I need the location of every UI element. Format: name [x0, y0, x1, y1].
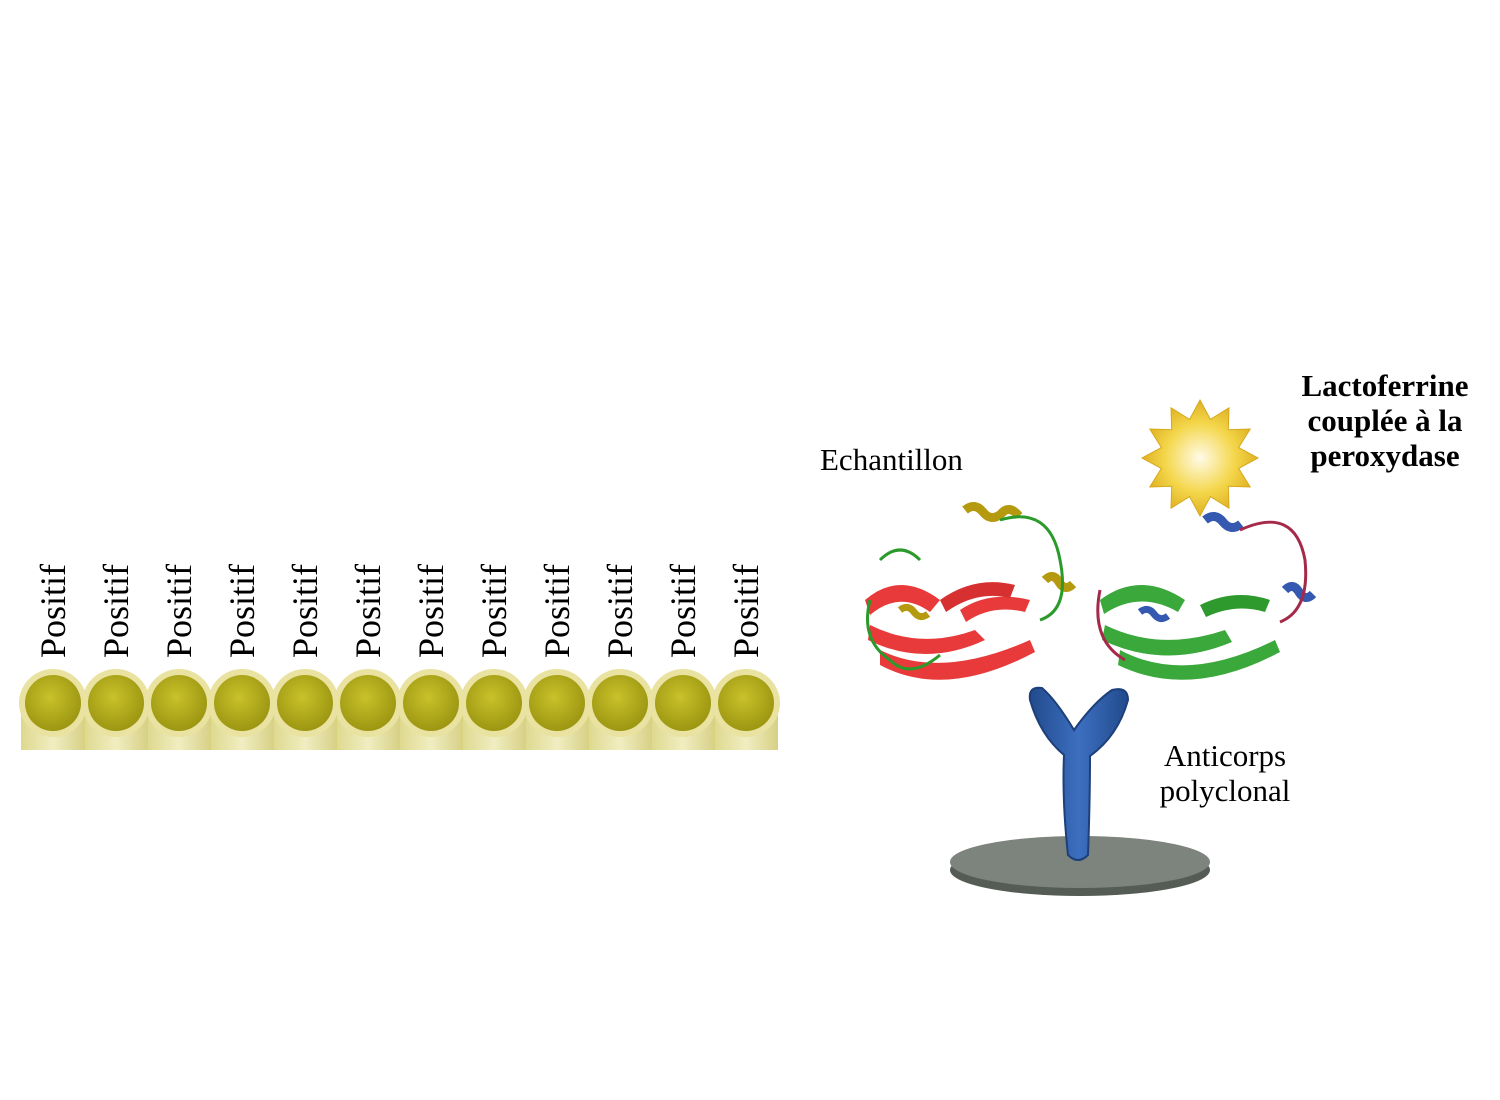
well-label: Positif	[96, 563, 136, 658]
well-liquid	[718, 675, 774, 731]
well-label: Positif	[348, 563, 388, 658]
polyclonal-antibody-shape	[1028, 686, 1130, 861]
well-liquid	[529, 675, 585, 731]
solid-support-plate	[950, 836, 1210, 896]
antibody-label: Anticorps polyclonal	[1130, 738, 1320, 808]
well-label: Positif	[33, 563, 73, 658]
well-liquid	[214, 675, 270, 731]
conjugate-label: Lactoferrine couplée à la peroxydase	[1270, 368, 1500, 473]
antibody-label-line: Anticorps	[1163, 738, 1287, 773]
peroxidase-star-icon	[1140, 398, 1260, 518]
well-liquid	[88, 675, 144, 731]
antibody-label-line: polyclonal	[1159, 773, 1291, 808]
conjugate-label-line: couplée à la	[1307, 403, 1463, 438]
well-label: Positif	[537, 563, 577, 658]
conjugate-label-line: Lactoferrine	[1301, 368, 1469, 403]
well-liquid	[592, 675, 648, 731]
well-label: Positif	[474, 563, 514, 658]
sample-protein-structure	[865, 502, 1077, 680]
well-liquid	[403, 675, 459, 731]
well-liquid	[466, 675, 522, 731]
sample-label: Echantillon	[820, 442, 963, 477]
well-label: Positif	[663, 563, 703, 658]
lactoferrin-protein-structure	[1096, 512, 1317, 680]
well-label: Positif	[726, 563, 766, 658]
microplate-well-strip	[19, 669, 780, 750]
well-liquid	[25, 675, 81, 731]
well-liquid	[151, 675, 207, 731]
well-label: Positif	[411, 563, 451, 658]
conjugate-label-line: peroxydase	[1310, 438, 1460, 473]
well-label: Positif	[159, 563, 199, 658]
well-label: Positif	[285, 563, 325, 658]
well-liquid	[340, 675, 396, 731]
well-liquid	[277, 675, 333, 731]
well-liquid	[655, 675, 711, 731]
well-label: Positif	[222, 563, 262, 658]
well-label: Positif	[600, 563, 640, 658]
